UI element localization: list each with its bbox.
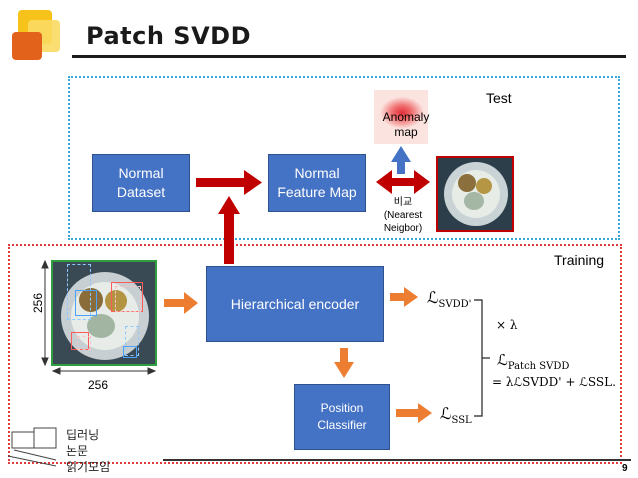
logo-square-orange [12,32,42,60]
footer-line-1: 딥러닝 [66,428,100,442]
times-lambda: × λ [496,318,518,332]
dim-width-label: 256 [88,378,109,392]
arrow-encoder-to-classifier [334,348,354,378]
arrow-classifier-to-ssl-loss [396,403,432,423]
footer-logo-sketch [7,427,57,467]
loss-ssl: ℒSSL [440,404,472,426]
arrow-encoder-to-feature-map [218,196,240,264]
training-input-image [51,260,157,366]
footer-line-2: 논문 [66,444,89,458]
loss-bracket [474,299,490,417]
arrow-to-anomaly-map [391,146,411,174]
training-label: Training [554,252,605,268]
position-classifier-box: Position Classifier [294,384,390,450]
loss-total: ℒPatch SVDD [497,351,569,372]
test-region [68,76,620,240]
normal-dataset-box: Normal Dataset [92,154,190,212]
hierarchical-encoder-box: Hierarchical encoder [206,266,384,342]
compare-label-en: (Nearest Neigbor) [383,210,423,234]
test-label: Test [486,90,512,106]
anomaly-map-label: Anomaly map [382,110,430,139]
loss-total-sub: Patch SVDD [507,361,570,372]
loss-ssl-symbol: ℒ [440,404,452,423]
slide-title: Patch SVDD [86,22,251,50]
loss-svdd-prime-symbol: ℒ [427,288,439,307]
loss-svdd-prime-sub: SVDD' [438,299,472,311]
anomaly-map-image [374,90,428,144]
arrow-dataset-to-feature-map [196,170,262,195]
footer-line-3: 읽기모임 [66,460,111,474]
title-underline [72,55,626,58]
arrow-encoder-to-svdd-loss [390,287,418,307]
loss-total-symbol: ℒ [497,351,508,369]
training-region [8,244,622,464]
test-sample-image [436,156,514,232]
loss-svdd-prime: ℒSVDD' [427,288,471,310]
arrow-compare-double [376,170,430,194]
normal-feature-map-box: Normal Feature Map [268,154,366,212]
footer-rule [163,459,631,461]
arrow-image-to-encoder [164,292,198,314]
page-number: 9 [622,463,628,474]
dimension-arrow-width [51,367,157,375]
loss-ssl-sub: SSL [451,415,472,427]
compare-label-ko: 비교 [393,197,413,208]
loss-equation: = λℒSVDD' + ℒSSL. [492,375,616,389]
dimension-arrow-height [41,259,49,367]
